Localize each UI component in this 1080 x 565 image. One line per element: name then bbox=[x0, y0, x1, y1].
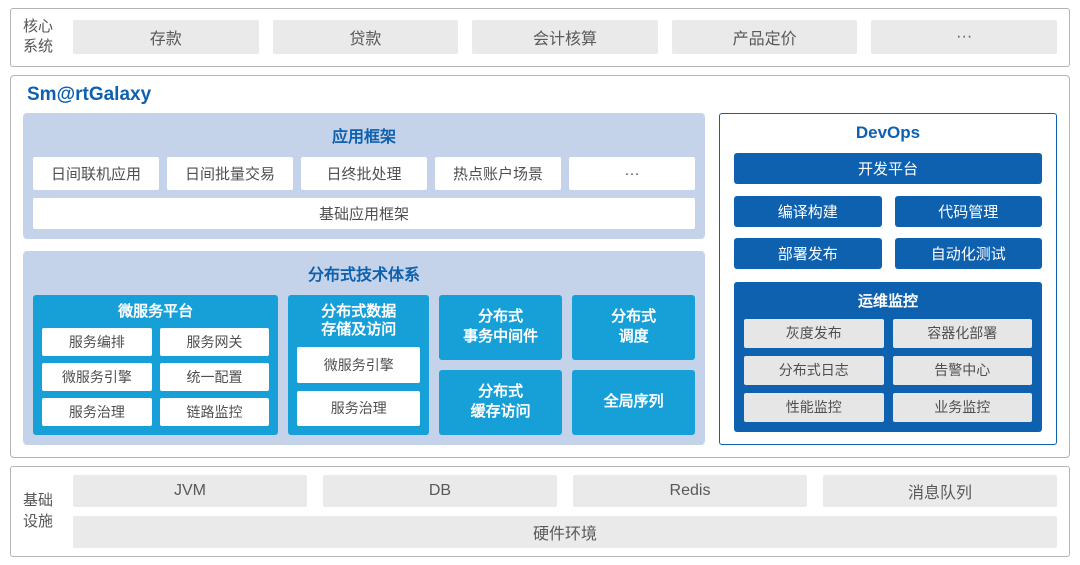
microservice-platform-title: 微服务平台 bbox=[118, 302, 194, 320]
ops-monitor-grid: 灰度发布 容器化部署 分布式日志 告警中心 性能监控 业务监控 bbox=[744, 318, 1032, 422]
core-system-item-loans: 贷款 bbox=[272, 20, 459, 55]
ops-item-distributed-log: 分布式日志 bbox=[744, 355, 884, 385]
core-system-item-pricing: 产品定价 bbox=[671, 20, 858, 55]
infrastructure-bar: 基础设施 JVM DB Redis 消息队列 硬件环境 bbox=[10, 466, 1070, 557]
data-storage-item-engine: 微服务引擎 bbox=[297, 347, 421, 383]
microservice-item-tracing: 链路监控 bbox=[159, 398, 270, 426]
distributed-middle-column: 分布式 事务中间件 分布式 缓存访问 bbox=[439, 294, 563, 435]
distributed-transaction-box: 分布式 事务中间件 bbox=[439, 294, 563, 360]
microservice-platform-box: 微服务平台 服务编排 服务网关 微服务引擎 统一配置 服务治理 链路监控 bbox=[33, 294, 279, 435]
microservice-item-gateway: 服务网关 bbox=[159, 328, 270, 357]
smartgalaxy-title: Sm@rtGalaxy bbox=[27, 83, 152, 105]
global-sequence-box: 全局序列 bbox=[572, 369, 696, 435]
core-systems-items: 存款 贷款 会计核算 产品定价 ··· bbox=[73, 20, 1057, 55]
microservice-item-governance: 服务治理 bbox=[42, 398, 152, 426]
infra-item-jvm: JVM bbox=[73, 475, 307, 507]
microservice-item-engine: 微服务引擎 bbox=[42, 363, 152, 392]
app-item-eod-batch: 日终批处理 bbox=[301, 156, 427, 190]
ops-item-business-monitor: 业务监控 bbox=[892, 392, 1032, 422]
ops-item-gray-release: 灰度发布 bbox=[744, 318, 884, 348]
devops-panel: DevOps 开发平台 编译构建 代码管理 部署发布 自动化测试 运维监控 灰度… bbox=[719, 112, 1057, 445]
data-storage-items: 微服务引擎 服务治理 bbox=[297, 347, 421, 426]
devops-tools-grid: 编译构建 代码管理 部署发布 自动化测试 bbox=[734, 195, 1042, 269]
distributed-cache-box: 分布式 缓存访问 bbox=[439, 369, 563, 435]
dev-platform-box: 开发平台 bbox=[734, 152, 1042, 184]
ops-item-container-deploy: 容器化部署 bbox=[892, 318, 1032, 348]
app-framework-row: 日间联机应用 日间批量交易 日终批处理 热点账户场景 ··· bbox=[33, 156, 695, 190]
app-item-daytime-online: 日间联机应用 bbox=[33, 156, 159, 190]
devops-tool-build: 编译构建 bbox=[734, 195, 882, 227]
infrastructure-rows: JVM DB Redis 消息队列 硬件环境 bbox=[73, 475, 1057, 548]
smartgalaxy-content: 应用框架 日间联机应用 日间批量交易 日终批处理 热点账户场景 ··· 基础应用… bbox=[23, 112, 1057, 445]
app-item-ellipsis: ··· bbox=[569, 156, 695, 190]
base-app-framework-box: 基础应用框架 bbox=[33, 197, 695, 229]
infrastructure-items-row: JVM DB Redis 消息队列 bbox=[73, 475, 1057, 507]
microservice-item-orchestration: 服务编排 bbox=[42, 328, 152, 357]
ops-monitor-title: 运维监控 bbox=[857, 292, 918, 310]
core-systems-bar: 核心系统 存款 贷款 会计核算 产品定价 ··· bbox=[10, 8, 1070, 67]
core-systems-label: 核心系统 bbox=[23, 18, 54, 56]
core-system-item-deposits: 存款 bbox=[73, 20, 259, 55]
core-system-item-ellipsis: ··· bbox=[871, 20, 1057, 55]
app-framework-title: 应用框架 bbox=[331, 128, 396, 146]
distributed-section: 分布式技术体系 微服务平台 服务编排 服务网关 微服务引擎 统一配置 服务治理 … bbox=[23, 250, 705, 445]
smartgalaxy-panel: Sm@rtGalaxy 应用框架 日间联机应用 日间批量交易 日终批处理 热点账… bbox=[10, 74, 1070, 458]
ops-item-performance-monitor: 性能监控 bbox=[744, 392, 884, 422]
devops-tool-auto-test: 自动化测试 bbox=[894, 237, 1042, 269]
distributed-row: 微服务平台 服务编排 服务网关 微服务引擎 统一配置 服务治理 链路监控 bbox=[33, 294, 696, 435]
infrastructure-label: 基础设施 bbox=[23, 492, 54, 530]
data-storage-title: 分布式数据 存储及访问 bbox=[321, 302, 397, 339]
data-storage-item-governance: 服务治理 bbox=[297, 390, 421, 426]
microservice-grid: 服务编排 服务网关 微服务引擎 统一配置 服务治理 链路监控 bbox=[42, 328, 270, 426]
app-item-hot-account: 热点账户场景 bbox=[435, 156, 561, 190]
hardware-env-box: 硬件环境 bbox=[73, 516, 1057, 548]
devops-tool-deploy: 部署发布 bbox=[734, 237, 882, 269]
devops-title: DevOps bbox=[855, 122, 921, 142]
infra-item-redis: Redis bbox=[573, 475, 807, 507]
data-storage-box: 分布式数据 存储及访问 微服务引擎 服务治理 bbox=[288, 294, 430, 435]
ops-item-alert-center: 告警中心 bbox=[892, 355, 1032, 385]
distributed-scheduler-box: 分布式 调度 bbox=[572, 294, 696, 360]
distributed-title: 分布式技术体系 bbox=[307, 266, 420, 284]
app-framework-section: 应用框架 日间联机应用 日间批量交易 日终批处理 热点账户场景 ··· 基础应用… bbox=[23, 112, 705, 239]
platform-left-column: 应用框架 日间联机应用 日间批量交易 日终批处理 热点账户场景 ··· 基础应用… bbox=[23, 112, 705, 445]
microservice-item-config: 统一配置 bbox=[159, 363, 270, 392]
ops-monitor-panel: 运维监控 灰度发布 容器化部署 分布式日志 告警中心 性能监控 业务监控 bbox=[734, 281, 1042, 432]
distributed-right-column: 分布式 调度 全局序列 bbox=[572, 294, 696, 435]
devops-tool-code-mgmt: 代码管理 bbox=[894, 195, 1042, 227]
infra-item-db: DB bbox=[323, 475, 557, 507]
hardware-row: 硬件环境 bbox=[73, 516, 1057, 548]
infra-item-message-queue: 消息队列 bbox=[823, 475, 1057, 507]
app-item-daytime-batch: 日间批量交易 bbox=[167, 156, 293, 190]
core-system-item-accounting: 会计核算 bbox=[472, 20, 658, 55]
